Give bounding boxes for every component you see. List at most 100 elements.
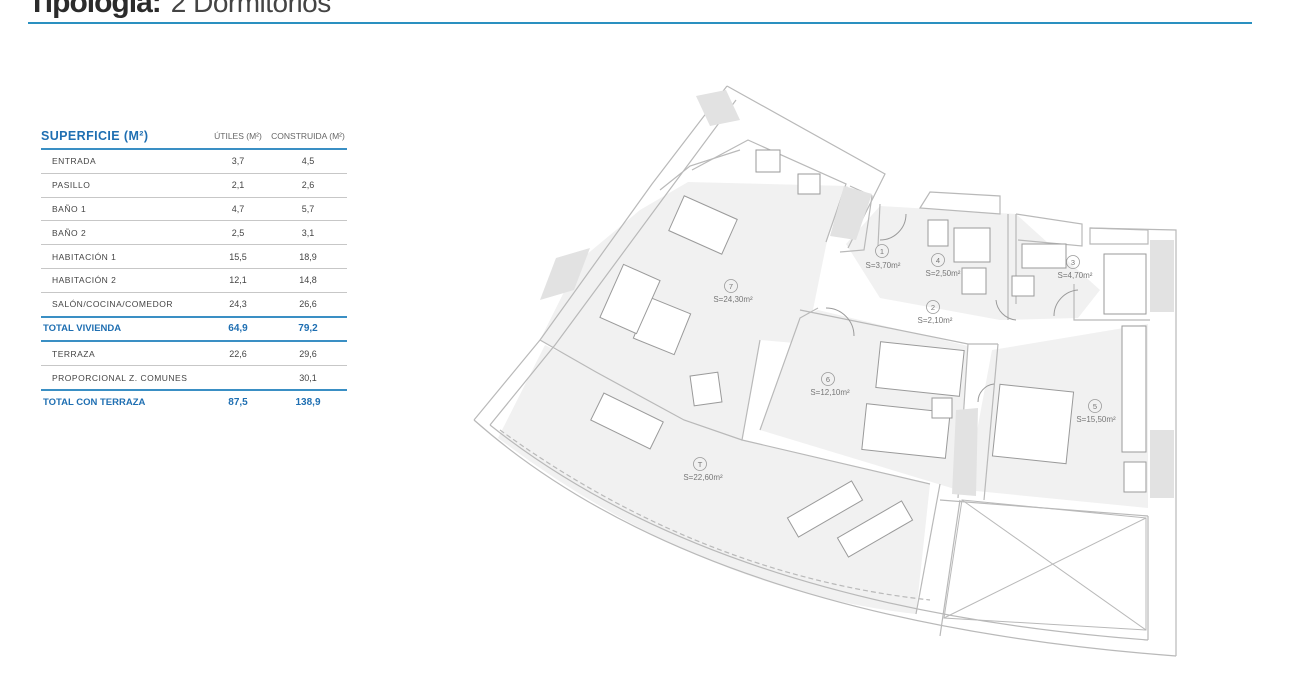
hall-floor — [846, 206, 1100, 320]
table-heading: SUPERFICIE (M²) — [41, 124, 207, 150]
wall-segment — [983, 343, 999, 501]
row-util: 15,5 — [207, 244, 269, 269]
door-swing — [879, 213, 907, 241]
wall-segment — [939, 499, 961, 637]
row-name: TERRAZA — [41, 341, 207, 367]
room-number: 6 — [826, 375, 830, 384]
room-number: 1 — [880, 247, 884, 256]
wall-segment — [1089, 227, 1149, 245]
cooktop-icon — [797, 173, 821, 195]
void-cross — [943, 517, 1147, 619]
row-name: PASILLO — [41, 173, 207, 198]
glazing-panel — [830, 186, 872, 240]
wall-segment — [1073, 284, 1150, 321]
room-area: S=3,70m² — [866, 261, 901, 270]
room-number: T — [698, 460, 703, 469]
row-name: HABITACIÓN 2 — [41, 268, 207, 293]
terrace-table-icon — [590, 392, 664, 450]
void-cross — [961, 499, 1147, 631]
total-vivienda-built: 79,2 — [269, 316, 347, 343]
wardrobe-icon — [1103, 253, 1147, 315]
page-header: Tipología: 2 Dormitorios — [28, 0, 1252, 24]
wall-segment — [918, 191, 1001, 215]
glazing-panel — [952, 408, 978, 496]
shower-icon — [953, 227, 991, 263]
dining-table-icon — [668, 195, 738, 255]
row-name: HABITACIÓN 1 — [41, 244, 207, 269]
row-built: 3,1 — [269, 220, 347, 246]
table-header: SUPERFICIE (M²) ÚTILES (M²) CONSTRUIDA (… — [41, 124, 347, 150]
row-built: 30,1 — [269, 365, 347, 391]
row-built: 18,9 — [269, 244, 347, 269]
table-row: PROPORCIONAL Z. COMUNES 30,1 — [41, 365, 347, 391]
room-marker — [875, 244, 889, 258]
plan-furniture — [590, 149, 1147, 558]
total-vivienda-util: 64,9 — [207, 316, 269, 343]
bed-icon — [875, 341, 965, 397]
row-name: PROPORCIONAL Z. COMUNES — [41, 365, 207, 391]
wall-segment — [659, 149, 741, 191]
plan-walls — [473, 85, 1177, 657]
sink-icon — [961, 267, 987, 295]
void-outline — [943, 499, 1147, 631]
glazing-panel — [540, 248, 590, 300]
row-built: 2,6 — [269, 173, 347, 198]
nightstand-icon — [1123, 461, 1147, 493]
row-name: BAÑO 1 — [41, 197, 207, 222]
row-util: 3,7 — [207, 149, 269, 174]
sink-icon — [1011, 275, 1035, 297]
table-row: PASILLO 2,1 2,6 — [41, 173, 347, 198]
room-number: 7 — [729, 282, 733, 291]
row-util — [207, 365, 269, 391]
title-bold: Tipología: — [28, 0, 162, 19]
total-terraza-util: 87,5 — [228, 396, 248, 408]
table-row: SALÓN/COCINA/COMEDOR 24,3 26,6 — [41, 292, 347, 318]
wall-segment — [1015, 213, 1083, 247]
living-floor — [540, 182, 848, 440]
plan-glazing — [540, 90, 1174, 498]
wall-segment — [877, 203, 881, 247]
row-name: BAÑO 2 — [41, 220, 207, 246]
room-marker — [926, 300, 940, 314]
wall-segment — [473, 419, 1177, 657]
row-name: ENTRADA — [41, 149, 207, 174]
row-util: 22,6 — [207, 341, 269, 367]
room-number: 5 — [1093, 402, 1097, 411]
room-marker — [931, 253, 945, 267]
room-text: 1 S=3,70m² 2 S=2,10m² 3 S=4,70m² 4 S=2,5… — [683, 247, 1116, 482]
sunbed-icon — [786, 480, 864, 538]
stair-void — [943, 499, 1147, 631]
row-util: 12,1 — [207, 268, 269, 293]
glazing-panel — [1150, 430, 1174, 498]
door-swing — [825, 307, 855, 337]
table-row: ENTRADA 3,7 4,5 — [41, 149, 347, 174]
room-number: 3 — [1071, 258, 1075, 267]
glazing-panel — [1150, 240, 1174, 312]
row-util: 2,5 — [207, 220, 269, 246]
row-built: 29,6 — [269, 341, 347, 367]
row-util: 24,3 — [207, 292, 269, 318]
room-marker — [1066, 255, 1080, 269]
table-row: HABITACIÓN 1 15,5 18,9 — [41, 244, 347, 269]
wall-segment — [473, 85, 728, 421]
table-row: BAÑO 1 4,7 5,7 — [41, 197, 347, 222]
table-row: TERRAZA 22,6 29,6 — [41, 341, 347, 367]
wall-segment — [539, 339, 743, 441]
title-light: 2 Dormitorios — [170, 0, 331, 18]
room-area: S=15,50m² — [1076, 415, 1116, 424]
room-marker — [724, 279, 738, 293]
room-number: 2 — [931, 303, 935, 312]
room-area: S=12,10m² — [810, 388, 850, 397]
row-built: 26,6 — [269, 292, 347, 318]
total-vivienda-label: TOTAL VIVIENDA — [41, 316, 207, 343]
double-bed-icon — [991, 383, 1075, 465]
total-vivienda-row: TOTAL VIVIENDA 64,9 79,2 — [41, 316, 347, 343]
wall-segment — [489, 99, 737, 426]
door-swing — [977, 383, 995, 403]
nightstand-icon — [931, 397, 953, 419]
door-swing — [1053, 289, 1079, 317]
glazing-panel — [696, 90, 740, 126]
toilet-icon — [927, 219, 949, 247]
table-row: BAÑO 2 2,5 3,1 — [41, 220, 347, 246]
col-util-header: ÚTILES (M²) — [207, 124, 269, 150]
